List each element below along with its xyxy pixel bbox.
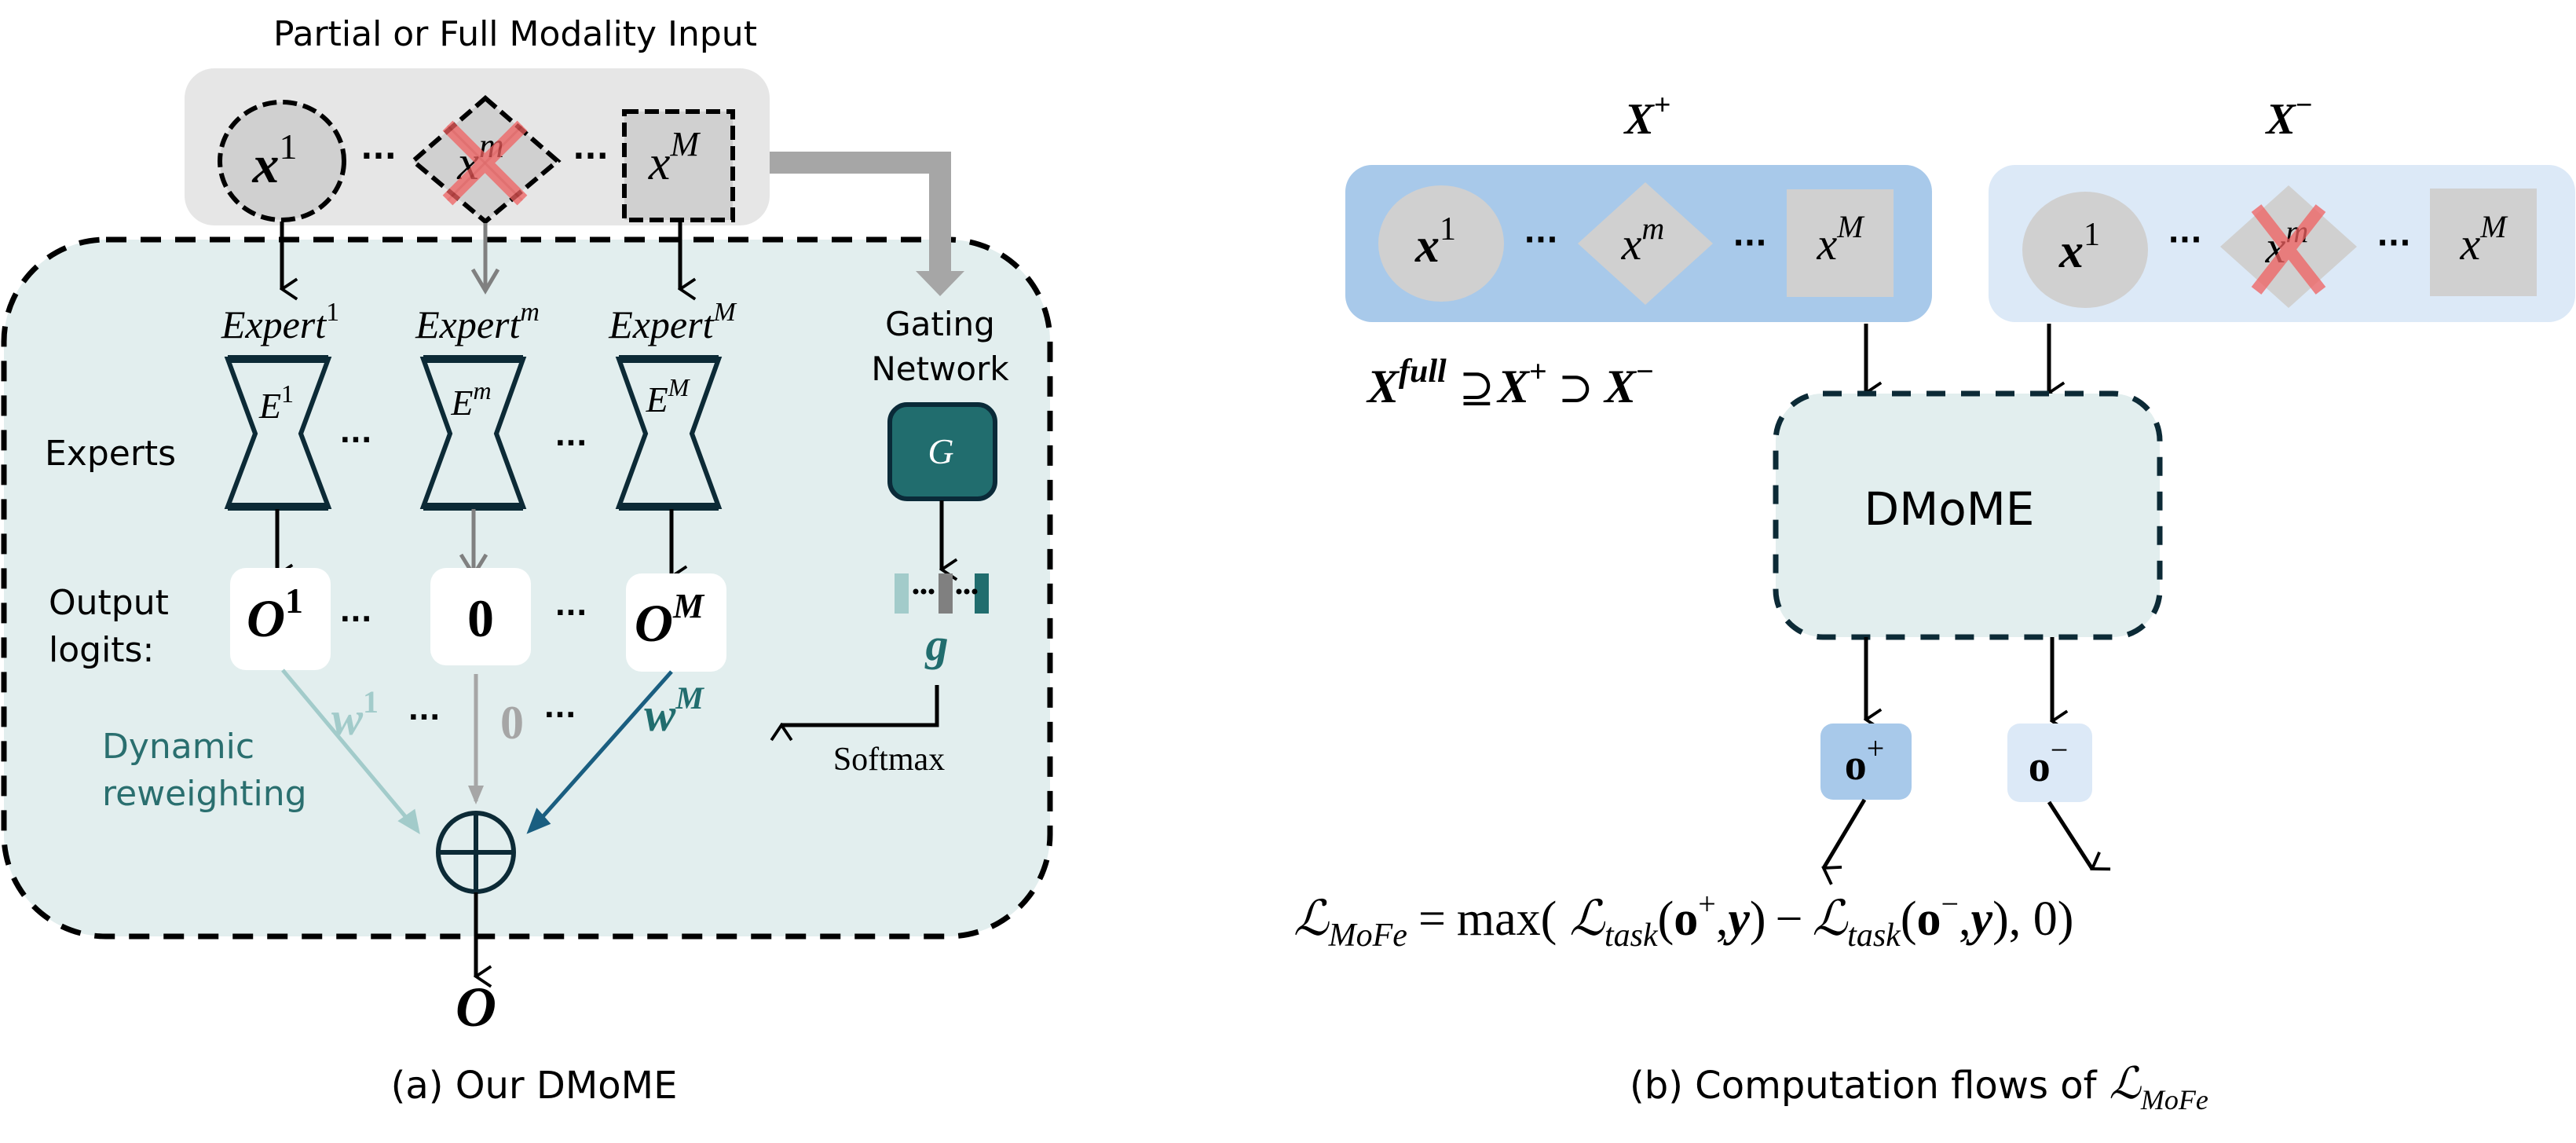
modality-x1-label: x1 [252,126,298,194]
expert-block-m: Em [419,355,527,511]
output-plus-box [1820,724,1912,800]
ellipsis-expert-1: ··· [339,424,371,456]
ellipsis-input-2: ··· [573,138,609,174]
softmax-arrow [781,685,939,725]
xminus-title: X− [2264,89,2312,144]
missing-cross-icon [442,120,528,206]
xplus-xm-label: xm [1621,211,1665,269]
dmome-block [1773,390,2163,640]
gating-symbol: G [928,431,953,471]
sum-node-icon [436,811,516,894]
expert-block-1: E1 [224,355,332,511]
expert-block-M: EM [615,355,723,511]
gate-vector-symbol: g [924,619,949,670]
ellipsis-input-1: ··· [360,138,397,174]
xminus-x1-label: x1 [2058,217,2100,278]
xminus-xM-label: xM [2459,209,2508,269]
modality-xM-label: xM [648,125,701,190]
weight-arrowhead-m [468,786,484,804]
ellipsis-weight-1: ··· [408,702,440,734]
gating-label-2: Network [871,350,1009,388]
dmome-block-label: DMoME [1864,482,2035,536]
logits-label-2: logits: [49,630,154,670]
ellipsis-expert-2: ··· [554,427,587,460]
gate-weight-bar-M [975,573,989,614]
output-minus: o− [2029,732,2069,791]
weight-arrow-M [532,670,673,828]
weight-wM: wM [644,680,704,741]
xplus-x1-label: x1 [1414,211,1456,273]
weight-arrowhead-1 [397,808,420,835]
xminus-ellipsis-2: ··· [2377,225,2410,260]
expert-M-title: ExpertM [608,298,737,346]
logit-box-m [430,568,531,665]
expert-block-1-label: E1 [258,379,294,426]
weight-w1: w1 [331,684,379,745]
xplus-title: X+ [1623,89,1670,144]
logit-1: O1 [247,581,303,648]
modality-xm-missing: xm [409,95,562,225]
expert-block-M-label: EM [646,373,691,419]
panel-b: X+ X− x1 ··· xm ··· xM x1 ··· xm [1293,89,2575,1116]
weight-arrowhead-M [526,808,551,834]
modality-x1: x1 [218,100,346,222]
xplus-ellipsis-1: ··· [1524,222,1557,257]
gate-weight-bar-1 [895,573,909,614]
ellipsis-logit-1: ··· [339,603,371,636]
missing-cross-icon [2251,204,2326,295]
panel-a: Partial or Full Modality Input x1 ··· xm [1,14,1053,1108]
output-minus-box [2007,724,2092,802]
arrow-ominus-to-loss [2047,800,2092,869]
expert-m-title: Expertm [415,298,540,346]
ellipsis-weight-2: ··· [543,699,576,731]
weight-zero: 0 [500,697,524,749]
arrowhead-xm [470,268,500,295]
xminus-ellipsis-1: ··· [2168,222,2201,257]
xplus-x1-shape [1378,185,1504,302]
weight-arrow-1 [281,669,414,826]
xplus-xm-shape [1578,182,1713,305]
ellipsis-logit-2: ··· [554,597,587,629]
expert-block-m-label: Em [450,376,491,423]
experts-row-label: Experts [45,434,176,474]
gating-input-arrow [770,152,964,296]
xplus-xM-shape [1787,189,1894,297]
logit-m-zero: 0 [467,588,494,648]
logit-M: OM [635,587,705,653]
caption-a: (a) Our DMoME [391,1064,678,1108]
reweight-label-2: reweighting [102,774,307,814]
gating-network-block [887,402,997,501]
logit-box-1 [230,568,331,670]
output-plus: o+ [1845,731,1885,789]
final-output-symbol: O [456,976,496,1039]
gate-weight-vector [895,573,989,614]
expert-1-title: Expert1 [221,298,339,346]
softmax-label: Softmax [833,742,945,778]
xplus-ellipsis-2: ··· [1733,225,1766,260]
input-title: Partial or Full Modality Input [273,14,757,54]
xplus-xM-label: xM [1816,209,1865,269]
mofe-loss-formula: ℒMoFe=max(ℒtask(o+,y)−ℒtask(o−,y), 0) [1293,886,2073,954]
arrow-oplus-to-loss [1824,798,1867,868]
logit-box-M [626,573,726,672]
modality-xM: xM [622,109,735,222]
set-relation: Xfull⊇X+⊃X− [1366,354,1654,412]
logits-label-1: Output [49,583,169,623]
gate-weight-bar-m [939,573,953,614]
xminus-xM-shape [2430,189,2537,296]
xminus-x1-shape [2022,192,2148,308]
reweight-label-1: Dynamic [102,727,254,767]
gating-label-1: Gating [885,305,995,343]
